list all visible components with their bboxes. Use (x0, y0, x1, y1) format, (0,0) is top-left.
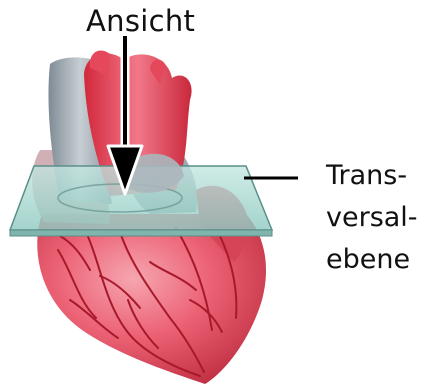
view-label: Ansicht (86, 4, 195, 38)
plane-label-line-3: ebene (326, 244, 410, 276)
plane-front-edge (10, 230, 272, 236)
plane-label-line-2: versal- (326, 202, 418, 234)
plane-label-line-1: Trans- (326, 160, 407, 192)
